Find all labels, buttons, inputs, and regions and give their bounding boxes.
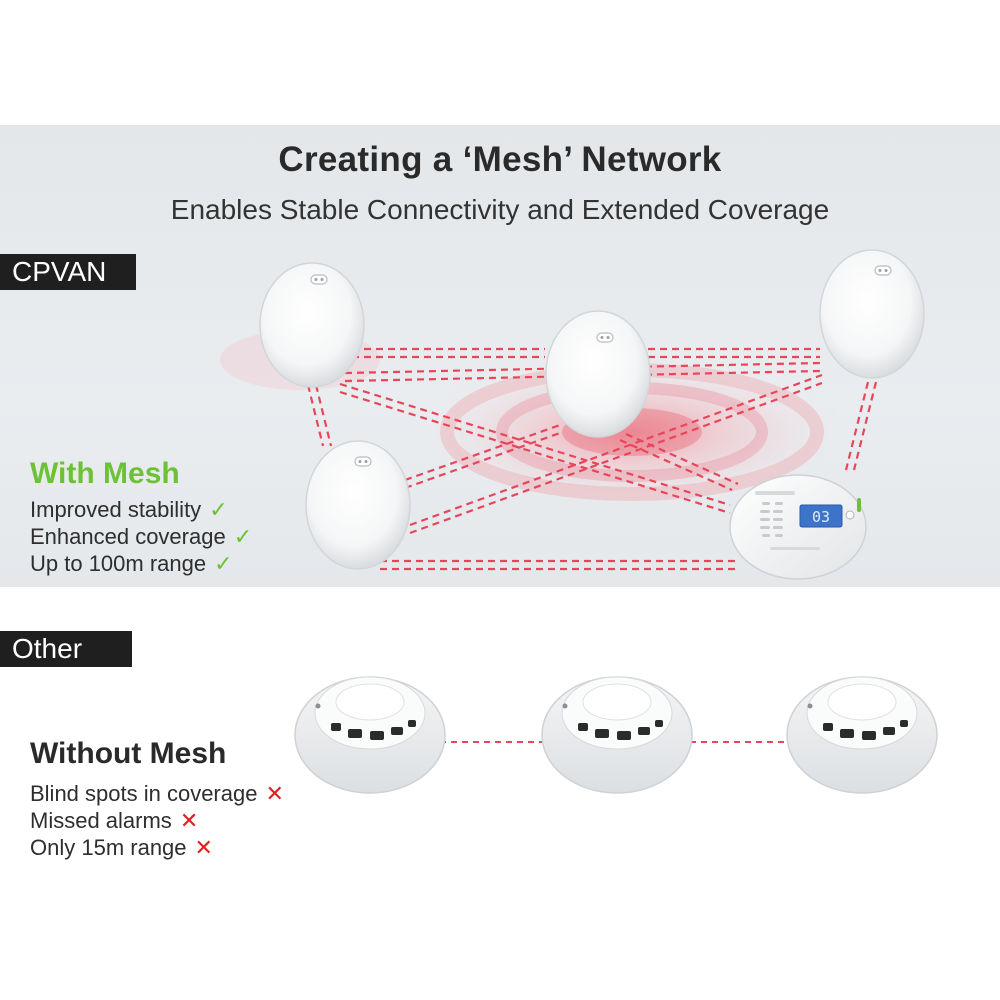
co-display-readout: 03 — [812, 508, 830, 526]
feature-label: Enhanced coverage — [30, 524, 226, 549]
with-mesh-title: With Mesh — [30, 457, 180, 490]
with-mesh-feature: Enhanced coverage ✓ — [30, 524, 252, 550]
without-mesh-title: Without Mesh — [30, 737, 227, 770]
feature-label: Missed alarms — [30, 808, 172, 833]
without-mesh-feature: Missed alarms ✕ — [30, 808, 198, 834]
check-icon: ✓ — [214, 551, 233, 576]
cross-icon: ✕ — [265, 781, 284, 806]
co-detector: 03 — [729, 474, 867, 580]
feature-label: Up to 100m range — [30, 551, 207, 576]
detector-top-right — [819, 249, 925, 379]
mesh-links — [306, 347, 878, 571]
cross-icon: ✕ — [179, 808, 199, 833]
without-mesh-feature: Blind spots in coverage ✕ — [30, 781, 284, 807]
brand-tag: CPVAN — [0, 254, 136, 290]
detector-center — [545, 310, 651, 438]
without-mesh-feature: Only 15m range ✕ — [30, 835, 213, 861]
with-mesh-feature: Improved stability ✓ — [30, 497, 228, 523]
other-tag: Other — [0, 631, 132, 667]
smoke-detector-left — [294, 676, 446, 794]
detector-top-left — [259, 262, 365, 388]
smoke-detector-middle — [541, 676, 693, 794]
page-title: Creating a ‘Mesh’ Network — [278, 140, 722, 179]
feature-label: Improved stability — [30, 497, 202, 522]
page-subtitle: Enables Stable Connectivity and Extended… — [170, 194, 830, 225]
feature-label: Blind spots in coverage — [30, 781, 258, 806]
feature-label: Only 15m range — [30, 835, 187, 860]
smoke-detector-right — [786, 676, 938, 794]
check-icon: ✓ — [209, 497, 228, 522]
cross-icon: ✕ — [194, 835, 213, 860]
with-mesh-feature: Up to 100m range ✓ — [30, 551, 233, 577]
check-icon: ✓ — [233, 524, 253, 549]
detector-middle-left — [305, 440, 411, 570]
